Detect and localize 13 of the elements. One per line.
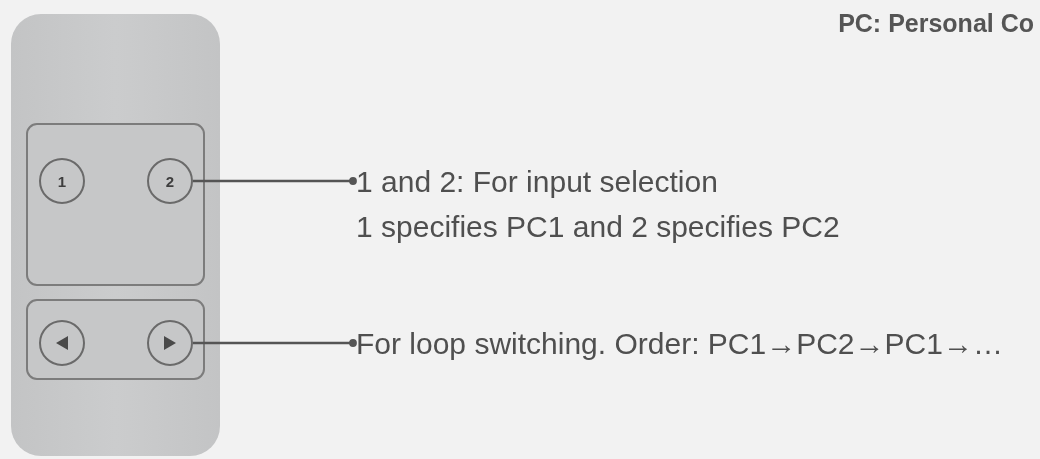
arrow-button [147,320,193,366]
annotation-text: For loop switching. Order: PC1→PC2→PC1→… [356,321,1036,366]
number-button: 2 [147,158,193,204]
number-button: 1 [39,158,85,204]
arrow-button [39,320,85,366]
note-text: PC: Personal Co [838,8,1034,38]
button-panel [26,299,205,380]
annotation-text: 1 and 2: For input selection [356,164,718,200]
button-panel [26,123,205,286]
annotation-text: 1 specifies PC1 and 2 specifies PC2 [356,209,840,245]
leader-line [193,339,357,347]
leader-line [193,177,357,185]
remote-control-body [11,14,220,456]
